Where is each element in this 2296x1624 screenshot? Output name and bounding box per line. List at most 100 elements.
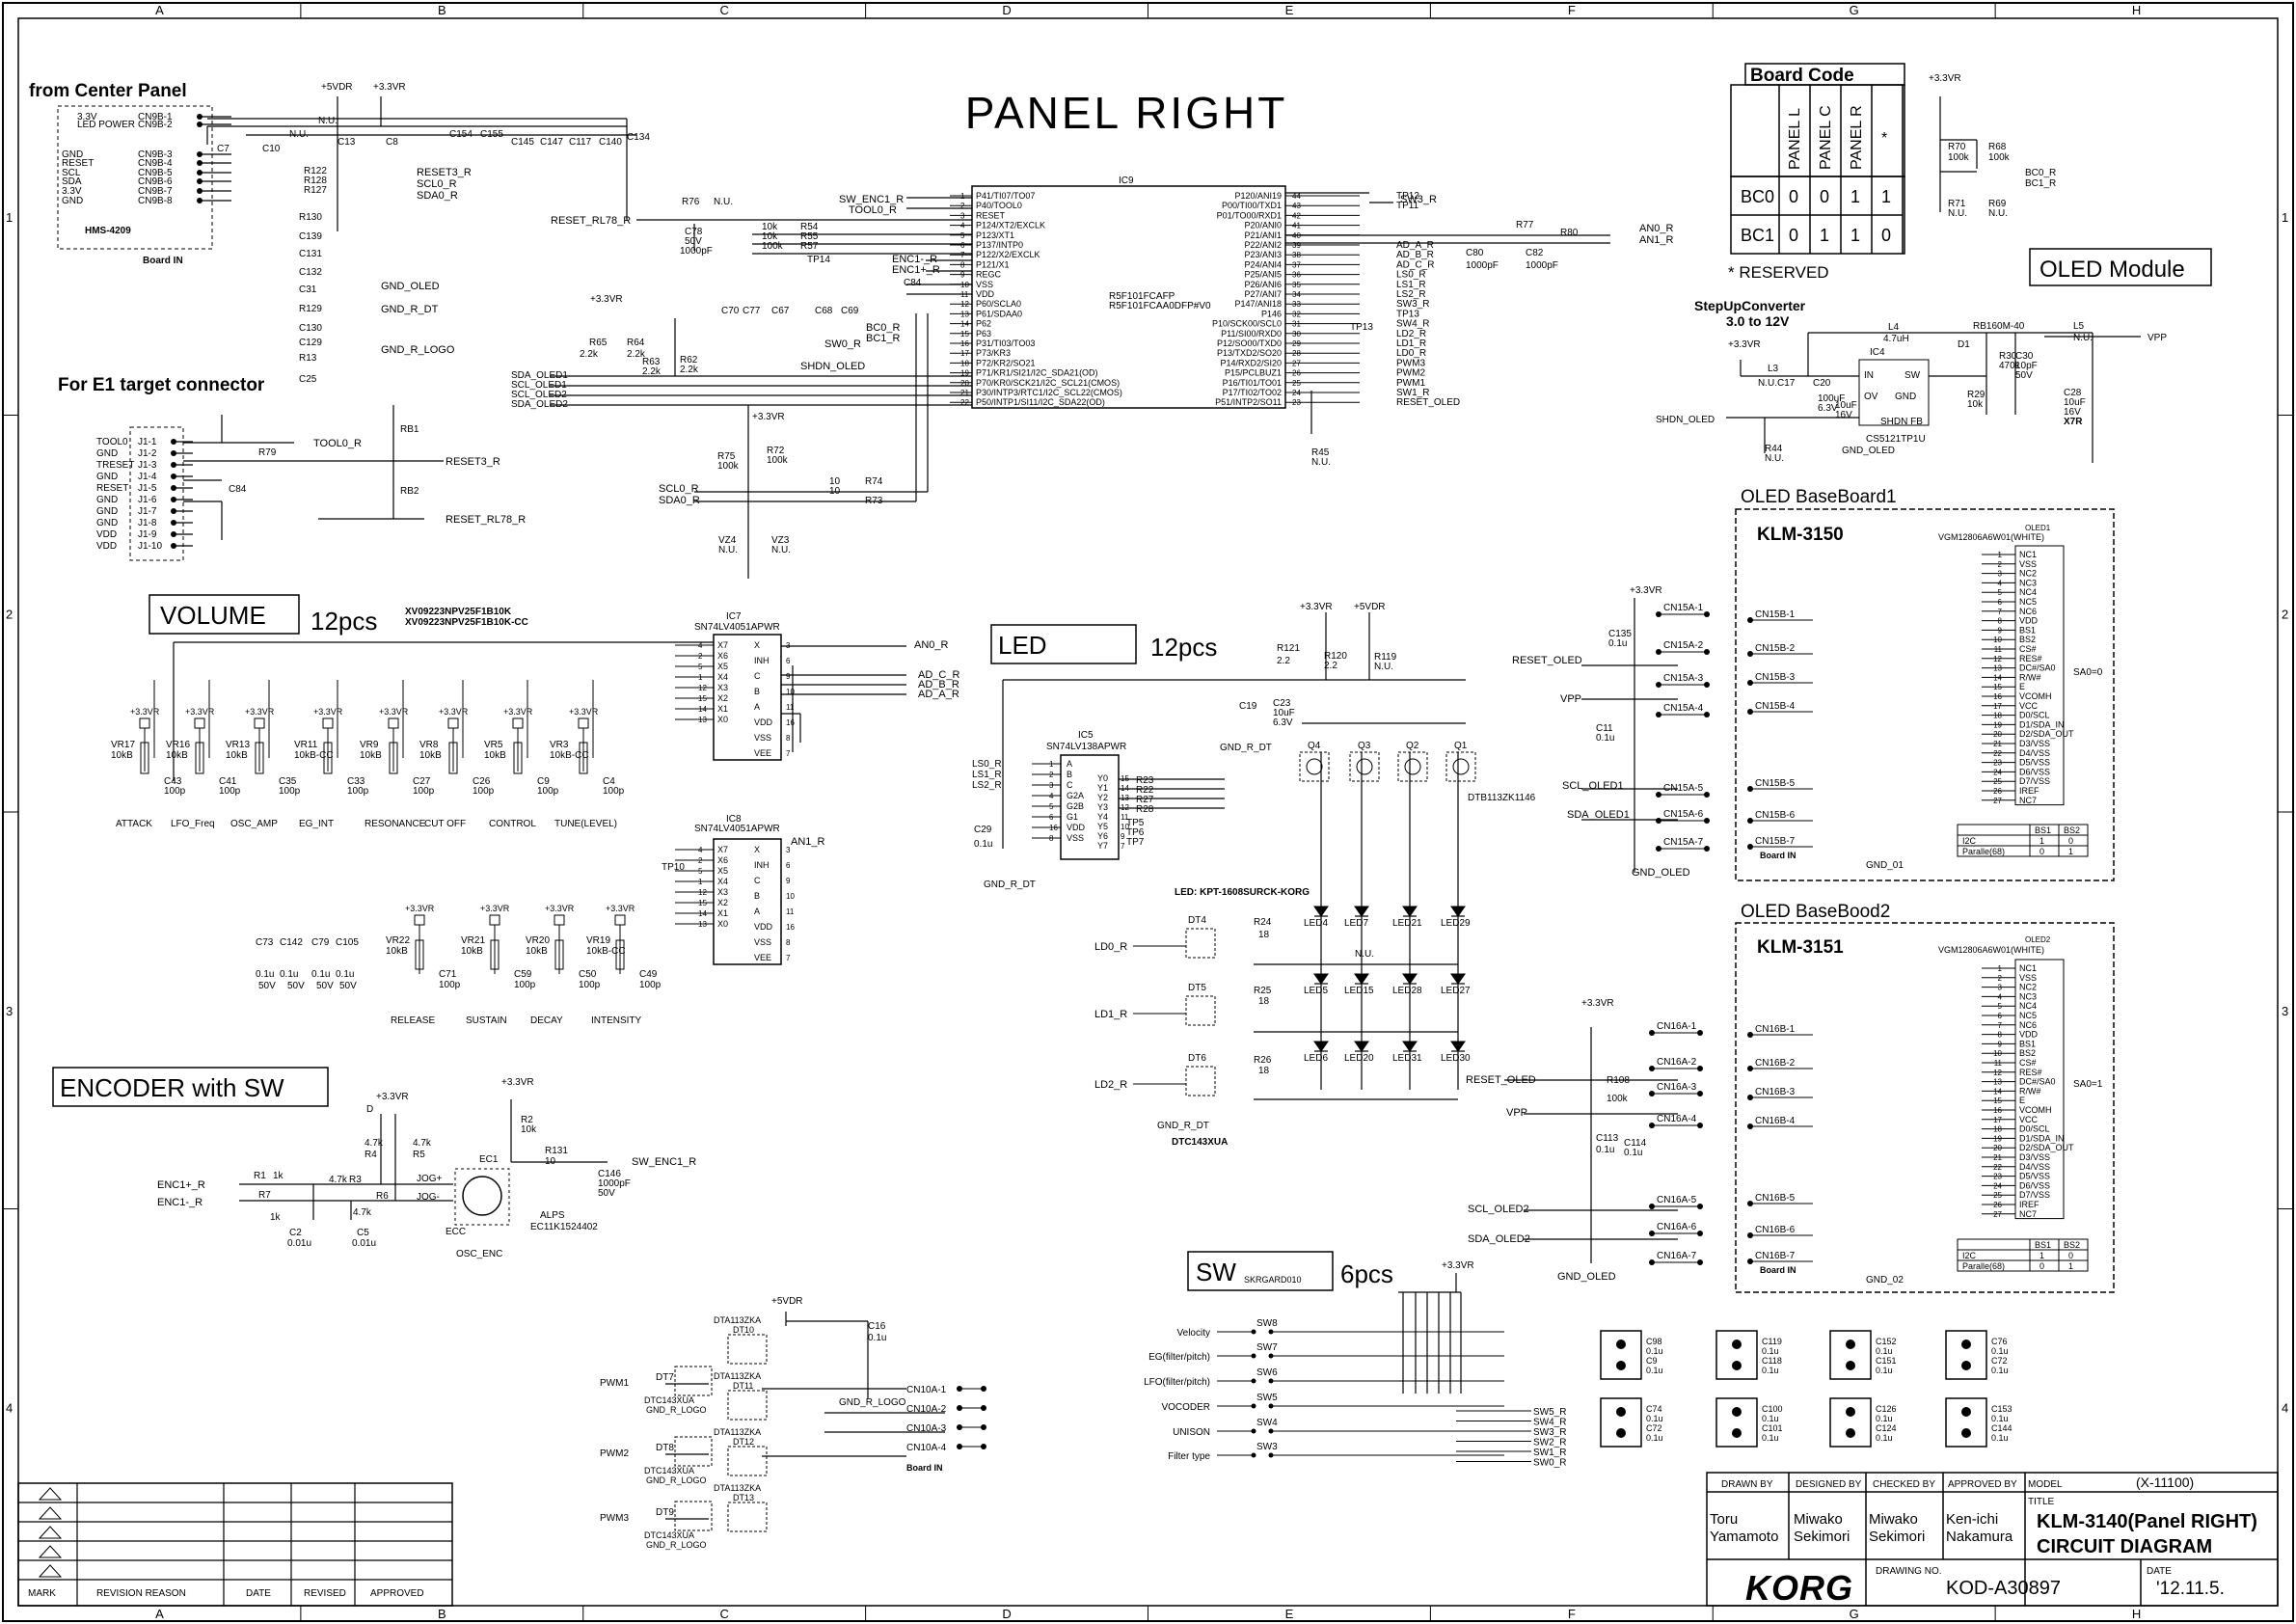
oled-pin-name: D6/VSS: [2019, 1180, 2050, 1190]
ic8-ref: IC8: [726, 814, 742, 825]
oled2-ref: OLED2: [2025, 935, 2051, 944]
ic7-pins: 4X72X65X51X412X315X214X113X0X3INH6C9B10A…: [675, 640, 795, 758]
sw-out-net: SW2_R: [1533, 1438, 1566, 1448]
oled-pin-name: VCOMH: [2019, 1105, 2052, 1115]
svg-text:4.7uH: 4.7uH: [1883, 334, 1909, 344]
svg-text:C11: C11: [1596, 723, 1613, 734]
ic9-right-pin: P23/ANI3: [1244, 250, 1282, 259]
pot-vcc: +3.3VR: [313, 707, 343, 717]
ic5-rpin: Y2: [1097, 793, 1108, 802]
cn15b-pins: CN15B-1CN15B-2CN15B-3CN15B-4CN15B-5CN15B…: [1747, 609, 1904, 871]
pot-value: 10kB: [226, 750, 248, 761]
svg-text:TP5: TP5: [1126, 818, 1145, 828]
mux-pin: X4: [717, 877, 728, 886]
pot-ref: VR8: [419, 740, 439, 750]
svg-text:R121: R121: [1277, 643, 1300, 654]
grid-row-4-right: 4: [2282, 1400, 2288, 1415]
ic9-right-net: LS2_R: [1396, 289, 1426, 300]
svg-text:D1: D1: [1958, 339, 1970, 350]
tact-cap-val: 0.1u: [1876, 1346, 1893, 1356]
pot-cap-value: 100p: [603, 786, 625, 797]
board-code-note: * RESERVED: [1728, 263, 1829, 282]
ic9-body: [971, 185, 1286, 409]
pot-cap: C71: [439, 969, 457, 980]
cn-pin: CN16A-1: [1657, 1021, 1697, 1032]
tact-cap-ref: C74: [1646, 1404, 1662, 1414]
bs-table-cell: 0: [2039, 847, 2044, 856]
svg-text:R127: R127: [304, 185, 327, 196]
oled-pin-name: D0/SCL: [2019, 711, 2050, 720]
svg-text:10: 10: [545, 1156, 556, 1167]
net-reset3: RESET3_R: [417, 167, 472, 178]
j1-pin: J1-8: [138, 518, 157, 528]
bs-table-cell: I2C: [1962, 1251, 1977, 1260]
svg-text:C23: C23: [1273, 698, 1291, 709]
svg-text:AD_B_R: AD_B_R: [918, 679, 959, 690]
pot-value: 10kB: [386, 946, 408, 957]
tact-cap-ref2: C124: [1876, 1423, 1897, 1433]
sw-ref: SW4: [1256, 1418, 1278, 1428]
ic7-wiring: [173, 641, 906, 781]
ic7-body: [713, 634, 782, 761]
tact-cap-val: 0.1u: [1646, 1346, 1663, 1356]
pwm-dta-part: DTA113ZKA: [714, 1315, 761, 1325]
oled-pin-name: RES#: [2019, 1068, 2042, 1077]
tact-cap-ref2: C72: [1646, 1423, 1662, 1433]
oled2-pin-list: 1NC12VSS3NC24NC35NC46NC57NC68VDD9BS110BS…: [1982, 959, 2074, 1220]
pot-cap: C9: [537, 776, 550, 787]
svg-text:50V: 50V: [598, 1188, 615, 1199]
sw-ref: SW5: [1256, 1393, 1278, 1403]
mux-pin: X2: [717, 693, 728, 703]
svg-text:2.2k: 2.2k: [580, 349, 599, 360]
mux-rpin-num: 10: [786, 688, 795, 696]
svg-text:R71: R71: [1948, 199, 1966, 209]
grid-col-C-bottom: C: [719, 1607, 728, 1621]
svg-text:R25: R25: [1254, 986, 1272, 996]
oled-pin-name: NC4: [2019, 587, 2037, 597]
svg-text:TP13: TP13: [1350, 322, 1373, 333]
ic5-ref: IC5: [1078, 730, 1094, 741]
oled1-model: KLM-3150: [1757, 525, 1844, 545]
grid-col-A: A: [155, 3, 164, 17]
svg-text:+3.3VR: +3.3VR: [590, 294, 623, 305]
svg-text:AN0_R: AN0_R: [914, 639, 949, 651]
cn9-label: 3.3V: [62, 186, 82, 197]
svg-text:4.7k: 4.7k: [413, 1138, 432, 1149]
svg-text:C139: C139: [299, 231, 322, 242]
ic9-right-pin: P21/ANI1: [1244, 230, 1282, 240]
gnd-oled-stepup: GND_OLED: [1842, 446, 1895, 456]
ic5-rpin-num: 9: [1121, 832, 1125, 841]
svg-text:1000pF: 1000pF: [1466, 260, 1499, 271]
net-tool0: TOOL0_R: [313, 438, 362, 449]
top-power-rail: [206, 96, 636, 231]
mux-pin: X6: [717, 651, 728, 661]
ic5-rpin: Y1: [1097, 783, 1108, 793]
mux-rpin-num: 8: [786, 734, 791, 743]
svg-text:N.U.: N.U.: [718, 545, 738, 555]
svg-text:0.1u: 0.1u: [336, 969, 354, 980]
j1-pin: J1-2: [138, 448, 157, 459]
pot-vcc: +3.3VR: [130, 707, 160, 717]
svg-text:10uF: 10uF: [2064, 397, 2086, 408]
oled-pin-name: CS#: [2019, 1058, 2037, 1068]
pot-ref: VR20: [526, 935, 550, 946]
ic9-left-pin: P60/SCLA0: [976, 299, 1021, 309]
pot-vcc: +3.3VR: [503, 707, 533, 717]
svg-text:R29: R29: [1967, 390, 1985, 400]
r79-label: R79: [258, 447, 277, 458]
ic5-part: SN74LV138APWR: [1046, 742, 1126, 752]
pot-ref: VR19: [586, 935, 610, 946]
svg-text:C154: C154: [449, 129, 473, 140]
ic9-left-pin: P30/INTP3/RTC1/I2C_SCL22(CMOS): [976, 388, 1122, 397]
svg-text:R57: R57: [800, 241, 819, 252]
pwm-dt-ref: DT9: [656, 1507, 674, 1518]
ic9-right-pin: P27/ANI7: [1244, 289, 1282, 299]
mux-rpin: VSS: [754, 937, 771, 947]
svg-text:C155: C155: [480, 129, 503, 140]
board-code-col-3: *: [1881, 130, 1887, 147]
title-block-names: ToruYamamotoMiwakoSekimoriMiwakoSekimori…: [1710, 1511, 2013, 1545]
sw-resistor-bank: [1398, 1273, 1462, 1394]
oled-pin-name: BS1: [2019, 625, 2036, 635]
svg-text:C67: C67: [771, 306, 790, 316]
